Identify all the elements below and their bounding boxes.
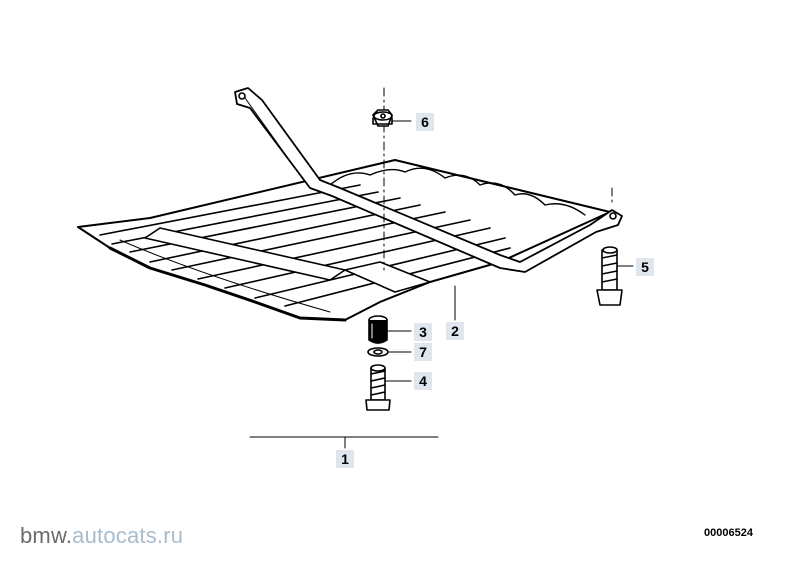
washer-part-7 <box>367 347 389 357</box>
watermark: bmw.autocats.ru <box>20 523 183 549</box>
callout-4: 4 <box>414 372 432 390</box>
hex-nut-part-6 <box>372 109 393 127</box>
callout-5: 5 <box>636 258 654 276</box>
callout-2: 2 <box>446 322 464 340</box>
bolt-part-5 <box>596 246 623 306</box>
document-number: 00006524 <box>704 527 753 539</box>
callout-7: 7 <box>414 343 432 361</box>
watermark-domain: autocats.ru <box>72 523 184 548</box>
callout-3: 3 <box>414 323 432 341</box>
rubber-buffer-part-3 <box>368 315 388 344</box>
underbody-protection-plate <box>77 159 611 322</box>
callout-6: 6 <box>416 113 434 131</box>
support-bracket <box>234 87 623 273</box>
callout-1: 1 <box>336 450 354 468</box>
bolt-part-4 <box>365 364 391 411</box>
leader-lines <box>249 120 634 449</box>
watermark-brand: bmw. <box>20 523 73 548</box>
